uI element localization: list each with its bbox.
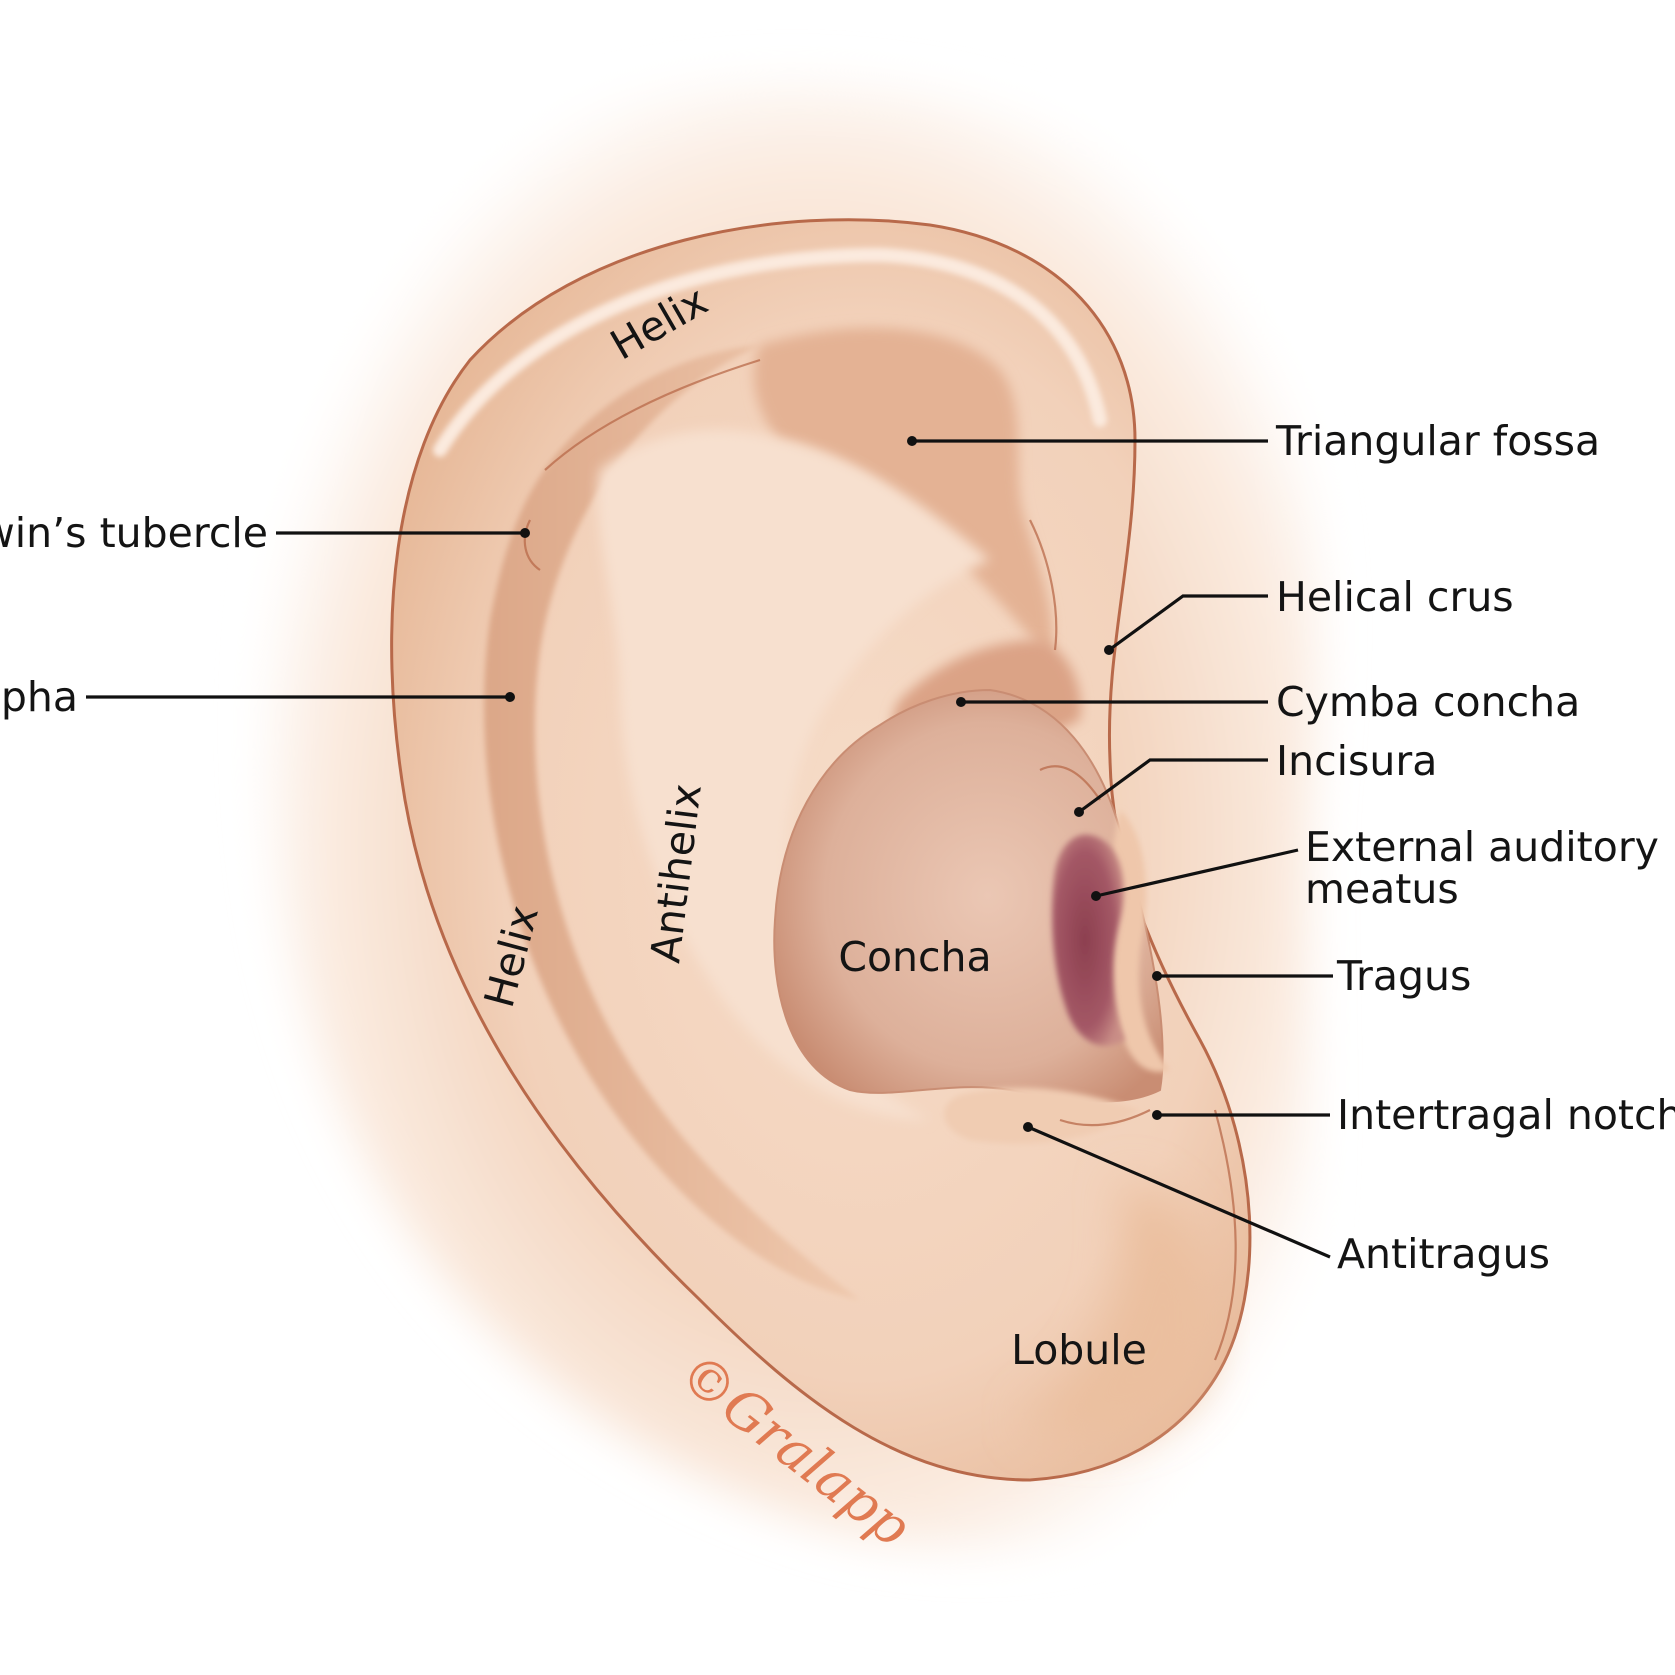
dot-intertragal-notch	[1152, 1110, 1162, 1120]
dot-cymba-concha	[956, 697, 966, 707]
label-cymba-concha: Cymba concha	[1276, 678, 1580, 726]
label-scapha: pha	[1, 673, 78, 721]
label-lobule: Lobule	[1011, 1326, 1147, 1374]
dot-antitragus	[1023, 1122, 1033, 1132]
label-external-auditory-meatus-1: External auditory	[1305, 823, 1659, 871]
dot-tragus	[1152, 971, 1162, 981]
label-intertragal-notch: Intertragal notch	[1337, 1091, 1675, 1139]
antihelix-ridge	[597, 430, 990, 1120]
leader-incisura	[1078, 758, 1268, 814]
label-triangular-fossa: Triangular fossa	[1275, 417, 1600, 465]
label-concha: Concha	[838, 933, 991, 981]
dot-darwins-tubercle	[520, 528, 530, 538]
label-external-auditory-meatus-2: meatus	[1305, 865, 1459, 913]
tragus-shape	[1110, 810, 1170, 1072]
lobule-shading	[1020, 1180, 1212, 1437]
helix-highlight	[433, 247, 1107, 457]
leader-antitragus	[1027, 1125, 1331, 1259]
label-darwins-tubercle: rwin’s tubercle	[0, 509, 268, 557]
label-tragus: Tragus	[1336, 952, 1471, 1000]
dot-external-auditory-meatus	[1091, 891, 1101, 901]
triangular-fossa-shape	[753, 327, 1053, 660]
external-auditory-canal	[1052, 834, 1125, 1046]
dot-helical-crus	[1104, 645, 1114, 655]
crease-lines	[523, 358, 1237, 1361]
label-antitragus: Antitragus	[1337, 1230, 1550, 1278]
leader-external-auditory-meatus	[1095, 848, 1299, 898]
label-incisura: Incisura	[1276, 737, 1437, 785]
leader-lines	[86, 436, 1333, 1259]
dot-incisura	[1074, 807, 1084, 817]
dot-scapha	[505, 692, 515, 702]
leader-helical-crus	[1108, 594, 1268, 652]
antitragus-shape	[943, 1087, 1140, 1144]
dot-triangular-fossa	[907, 436, 917, 446]
label-helical-crus: Helical crus	[1276, 573, 1514, 621]
